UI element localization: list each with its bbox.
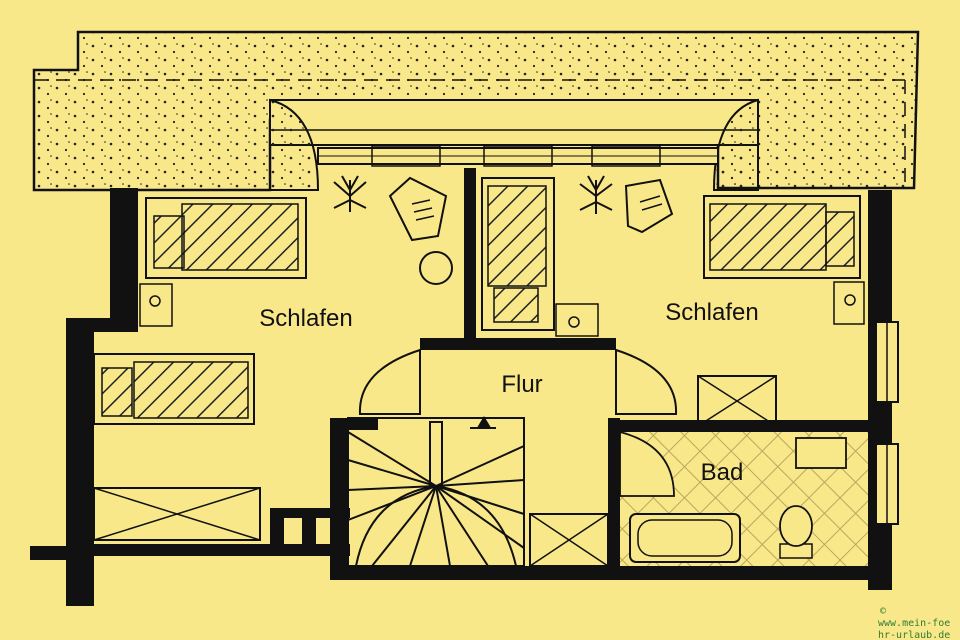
room-label-bedroom-left: Schlafen xyxy=(259,305,352,332)
room-label-bedroom-right: Schlafen xyxy=(665,299,758,326)
nightstand-left-top xyxy=(139,283,173,327)
hallway-doors xyxy=(358,348,678,415)
right-windows xyxy=(875,321,899,525)
round-table-icon xyxy=(419,251,453,285)
armchair-icon xyxy=(624,178,674,234)
watermark-line-2: hr-urlaub.de xyxy=(878,630,950,640)
plant-icon xyxy=(579,175,613,214)
wardrobe-left xyxy=(93,487,261,541)
armchair-icon xyxy=(388,176,448,242)
closet-hall xyxy=(529,513,609,567)
bed-right xyxy=(703,195,861,279)
bed-left-bottom xyxy=(93,353,255,425)
cabinet-right xyxy=(697,375,777,427)
bed-left-top xyxy=(145,197,307,279)
bed-right-middle xyxy=(481,177,555,331)
staircase xyxy=(347,416,525,567)
dormer xyxy=(269,98,759,191)
nightstand-right xyxy=(833,281,865,325)
watermark-line-1: www.mein-foe xyxy=(878,618,950,629)
plant-icon xyxy=(333,175,367,212)
room-label-hallway: Flur xyxy=(501,371,542,398)
room-label-bathroom: Bad xyxy=(701,459,744,486)
bathroom xyxy=(619,430,868,566)
watermark-copyright-icon: © xyxy=(880,606,887,617)
nightstand-right-middle xyxy=(555,303,599,337)
